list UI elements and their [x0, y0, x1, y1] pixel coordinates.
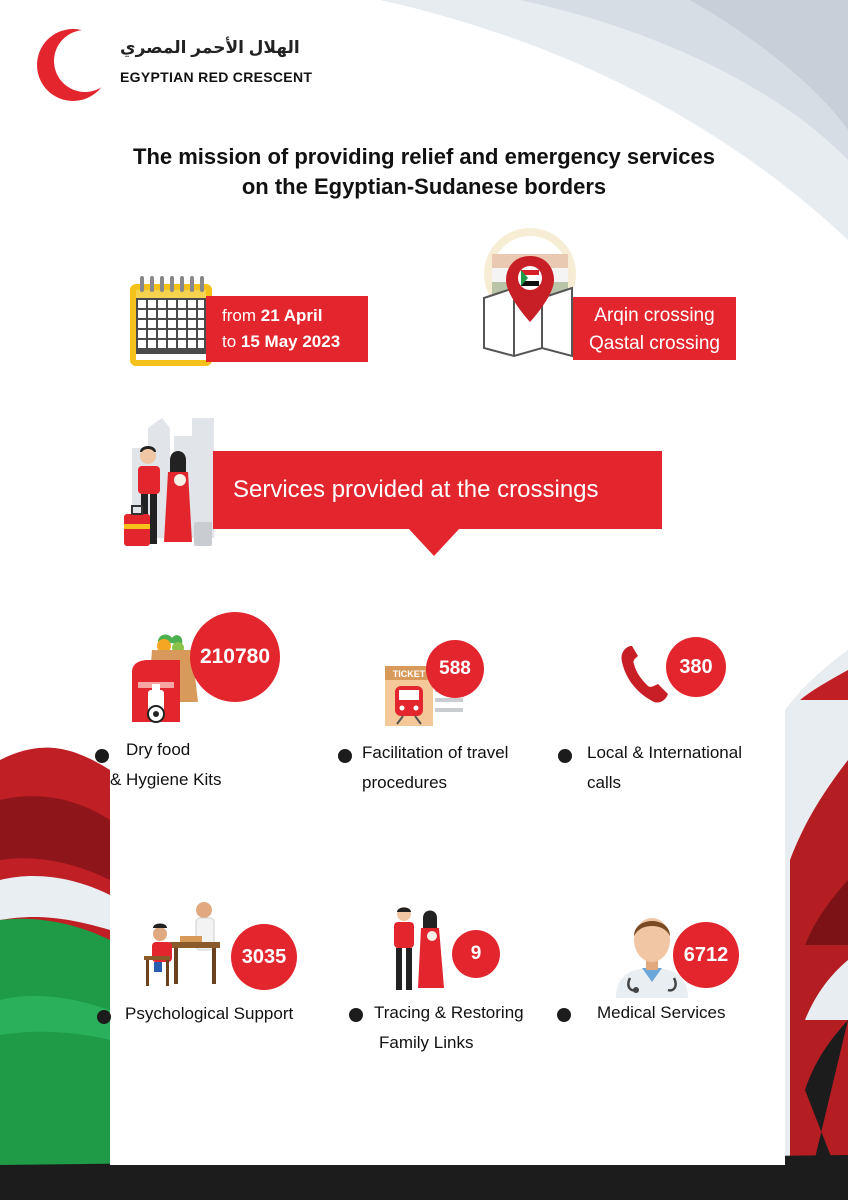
doctor-icon [616, 918, 688, 998]
stat-circle-family: 9 [452, 930, 500, 978]
bullet-calls [558, 749, 572, 763]
label-travel: Facilitation of travel procedures [362, 738, 542, 798]
title-line-2: on the Egyptian-Sudanese borders [241, 174, 607, 199]
label-food: Dry food & Hygiene Kits [110, 735, 250, 795]
stat-circle-medical: 6712 [673, 922, 739, 988]
title-line-1: The mission of providing relief and emer… [133, 144, 715, 169]
label-calls-line-2: calls [587, 773, 622, 792]
bullet-travel [338, 749, 352, 763]
phone-icon [621, 646, 668, 703]
date-range-box: from 21 April to 15 May 2023 [206, 296, 368, 362]
down-arrow-icon [408, 528, 460, 556]
label-food-line-2: & Hygiene Kits [110, 770, 222, 789]
family-icon [394, 907, 444, 990]
label-family: Tracing & Restoring Family Links [374, 998, 554, 1058]
label-calls: Local & International calls [587, 738, 777, 798]
logo-arabic-text: الهلال الأحمر المصري [120, 38, 300, 57]
calendar-icon [130, 276, 212, 366]
logo-english-text: EGYPTIAN RED CRESCENT [120, 69, 313, 85]
label-travel-line-1: Facilitation of travel [362, 743, 509, 762]
date-from-line: from 21 April [206, 303, 368, 329]
date-to-value: 15 May 2023 [240, 332, 341, 351]
crossing-name-1: Arqin crossing [594, 305, 715, 326]
date-from-prefix: from [222, 306, 256, 325]
food-bag-icon [132, 634, 198, 723]
bullet-psychological [97, 1010, 111, 1024]
bullet-medical [557, 1008, 571, 1022]
date-from-value: 21 April [260, 306, 323, 325]
label-psychological-line-1: Psychological Support [125, 1004, 294, 1023]
counseling-icon [144, 902, 220, 986]
services-heading-box: Services provided at the crossings [213, 451, 662, 529]
stat-circle-psychological: 3035 [231, 924, 297, 990]
crossings-box: Arqin crossing Qastal crossing [573, 297, 736, 360]
label-family-line-2: Family Links [379, 1033, 474, 1052]
crossing-name-2: Qastal crossing [589, 333, 720, 354]
date-to-line: to 15 May 2023 [206, 329, 368, 355]
stat-circle-travel: 588 [426, 640, 484, 698]
label-calls-line-1: Local & International [587, 743, 742, 762]
page-title: The mission of providing relief and emer… [40, 142, 808, 202]
map-location-icon [483, 228, 576, 358]
label-medical: Medical Services [597, 998, 767, 1028]
stat-circle-calls: 380 [666, 637, 726, 697]
bullet-food [95, 749, 109, 763]
label-family-line-1: Tracing & Restoring [374, 1003, 524, 1022]
red-crescent-logo-icon [37, 29, 112, 101]
date-to-prefix: to [222, 332, 237, 351]
ticket-text: TICKET [393, 669, 426, 679]
label-travel-line-2: procedures [362, 773, 448, 792]
label-food-line-1: Dry food [126, 740, 191, 759]
label-medical-line-1: Medical Services [597, 1003, 726, 1022]
label-psychological: Psychological Support [125, 999, 325, 1029]
travelers-illustration [124, 418, 214, 546]
stat-circle-food: 210780 [190, 612, 280, 702]
bullet-family [349, 1008, 363, 1022]
